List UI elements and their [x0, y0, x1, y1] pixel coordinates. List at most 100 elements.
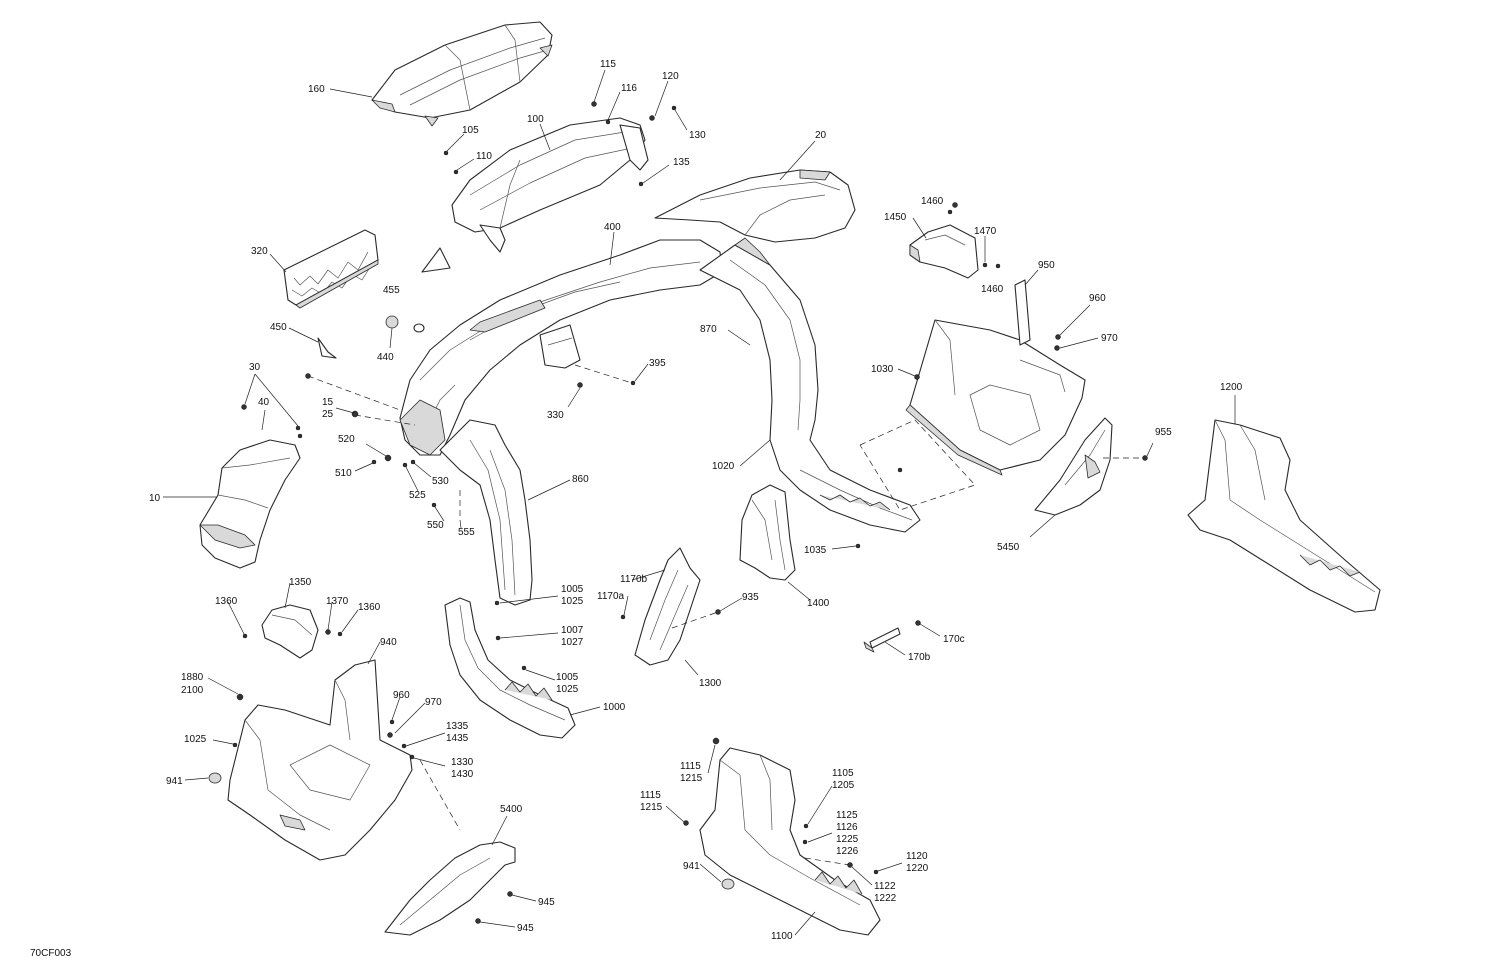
callout-555: 555	[458, 527, 475, 538]
callout-941-center: 941	[683, 861, 700, 872]
callout-120: 120	[662, 71, 679, 82]
callout-1035: 1035	[804, 545, 827, 556]
callout-25: 25	[322, 409, 334, 420]
callout-105: 105	[462, 125, 479, 136]
part-455-drawing	[421, 247, 451, 273]
callout-1170b: 1170b	[620, 574, 648, 585]
callout-1400: 1400	[807, 598, 830, 609]
part-450-drawing	[317, 337, 337, 359]
callout-1370: 1370	[326, 596, 349, 607]
callout-941-left: 941	[166, 776, 183, 787]
callout-330: 330	[547, 410, 564, 421]
callout-10: 10	[149, 493, 161, 504]
callout-170c: 170c	[943, 634, 965, 645]
callout-440: 440	[377, 352, 394, 363]
part-100-drawing	[451, 117, 649, 253]
part-1300-drawing	[634, 547, 701, 666]
part-941b-drawing	[721, 878, 735, 890]
callout-1350: 1350	[289, 577, 312, 588]
callout-970-left: 970	[425, 697, 442, 708]
callout-110: 110	[476, 151, 492, 162]
callout-5400: 5400	[500, 804, 523, 815]
callout-1300: 1300	[699, 678, 722, 689]
callout-400: 400	[604, 222, 621, 233]
callout-970-right: 970	[1101, 333, 1118, 344]
callout-455: 455	[383, 285, 400, 296]
callout-1470: 1470	[974, 226, 997, 237]
callout-30: 30	[249, 362, 261, 373]
callout-520: 520	[338, 434, 355, 445]
callout-1360-left: 1360	[215, 596, 238, 607]
callout-20: 20	[815, 130, 827, 141]
callout-960-right: 960	[1089, 293, 1106, 304]
part-860-drawing	[399, 399, 533, 606]
part-170b-drawing	[863, 627, 901, 653]
part-1350-drawing	[261, 604, 319, 659]
callout-1200: 1200	[1220, 382, 1243, 393]
callout-935: 935	[742, 592, 759, 603]
part-1400-drawing	[739, 484, 796, 581]
callout-170b: 170b	[908, 652, 931, 663]
callout-530: 530	[432, 476, 449, 487]
part-20-drawing	[654, 169, 856, 243]
callout-960-left: 960	[393, 690, 410, 701]
callout-1450: 1450	[884, 212, 907, 223]
part-5400-drawing	[384, 841, 516, 936]
callout-510: 510	[335, 468, 352, 479]
callout-320: 320	[251, 246, 268, 257]
callout-860: 860	[572, 474, 589, 485]
callout-955: 955	[1155, 427, 1172, 438]
part-160-drawing	[371, 21, 553, 127]
callout-160: 160	[308, 84, 325, 95]
callout-15: 15	[322, 397, 334, 408]
callout-135: 135	[673, 157, 690, 168]
callout-labels: 160 115 116 120 130 105 100 110 135 20 1…	[30, 59, 1243, 959]
part-1450-drawing	[909, 224, 979, 279]
callout-1000: 1000	[603, 702, 626, 713]
part-10-drawing	[199, 439, 301, 569]
part-950-drawing	[905, 279, 1086, 476]
part-940-drawing	[227, 659, 413, 861]
part-941a-drawing	[208, 772, 222, 784]
callout-870: 870	[700, 324, 717, 335]
fasteners	[232, 101, 1148, 924]
part-5450-drawing	[1034, 417, 1113, 516]
callout-550: 550	[427, 520, 444, 531]
callout-1460-bottom: 1460	[981, 284, 1004, 295]
drawing-code: 70CF003	[30, 948, 72, 959]
callout-40: 40	[258, 397, 270, 408]
callout-1025: 1025	[184, 734, 207, 745]
callout-5450: 5450	[997, 542, 1020, 553]
part-1000-drawing	[444, 597, 576, 739]
leader-lines	[163, 69, 1236, 936]
callout-100: 100	[527, 114, 544, 125]
callout-115: 115	[600, 59, 616, 70]
callout-1020: 1020	[712, 461, 735, 472]
part-870-drawing	[699, 237, 921, 533]
callout-1460-top: 1460	[921, 196, 944, 207]
callout-1360-right: 1360	[358, 602, 381, 613]
callout-116: 116	[621, 83, 637, 94]
part-400-drawing	[399, 239, 723, 456]
callout-940: 940	[380, 637, 397, 648]
part-440-drawing	[385, 315, 425, 333]
callout-1030: 1030	[871, 364, 894, 375]
callout-1100: 1100	[771, 931, 793, 942]
part-1200-drawing	[1187, 419, 1381, 613]
callout-1170a: 1170a	[597, 591, 625, 602]
callout-945-lower: 945	[517, 923, 534, 934]
callout-450: 450	[270, 322, 287, 333]
